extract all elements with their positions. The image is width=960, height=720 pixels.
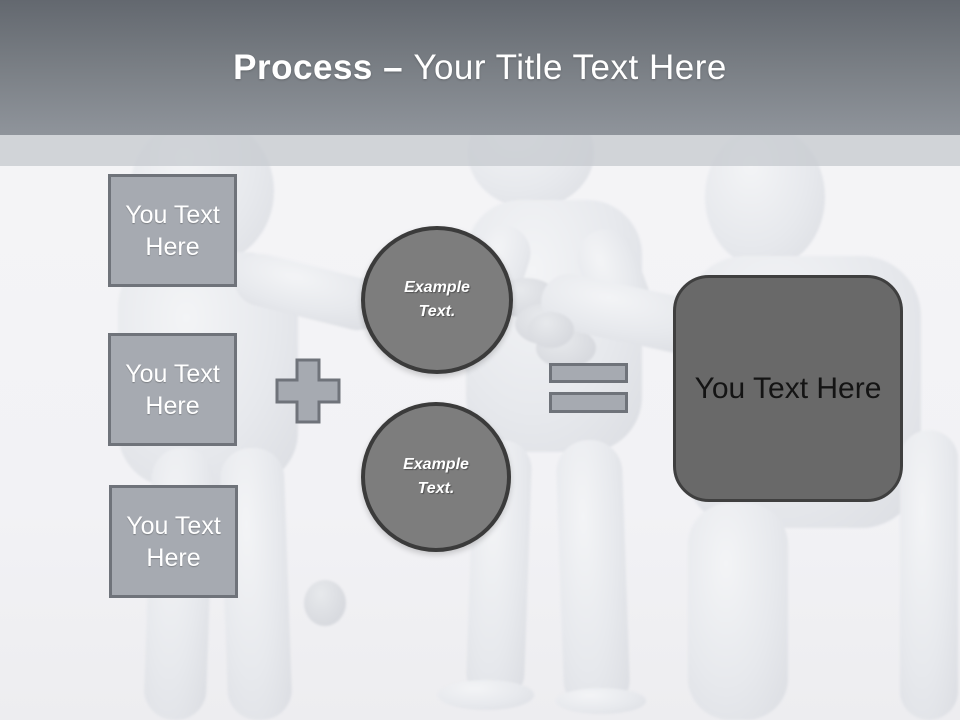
figure-center-leg [555,438,631,714]
title-keyword: Process [233,48,373,87]
text-box-1: You Text Here [108,174,237,287]
text-box-3-label: You Text Here [126,511,221,572]
title-bar: Process – Your Title Text Here [0,0,960,135]
figure-right-hand [528,312,574,348]
title-rest: Your Title Text Here [413,48,727,87]
figure-center-foot [556,688,646,714]
header-shadow-band [0,135,960,166]
figure-center-foot [438,680,534,710]
text-box-2-label: You Text Here [125,359,220,420]
text-box-1-label: You Text Here [125,200,220,261]
title-separator: – [372,48,414,87]
page-title: Process – Your Title Text Here [233,48,727,88]
equals-icon [549,392,628,413]
figure-left-hand [304,580,346,626]
example-circle-1: Example Text. [361,226,513,374]
text-box-3: You Text Here [109,485,238,598]
plus-icon [275,358,341,424]
result-box: You Text Here [673,275,903,502]
example-circle-1-label: Example Text. [404,279,470,320]
result-box-label: You Text Here [694,371,882,405]
figure-right-leg [900,430,958,720]
equals-icon [549,363,628,383]
figure-right-leg [688,503,788,720]
example-circle-2: Example Text. [361,402,511,552]
text-box-2: You Text Here [108,333,237,446]
example-circle-2-label: Example Text. [403,456,469,497]
